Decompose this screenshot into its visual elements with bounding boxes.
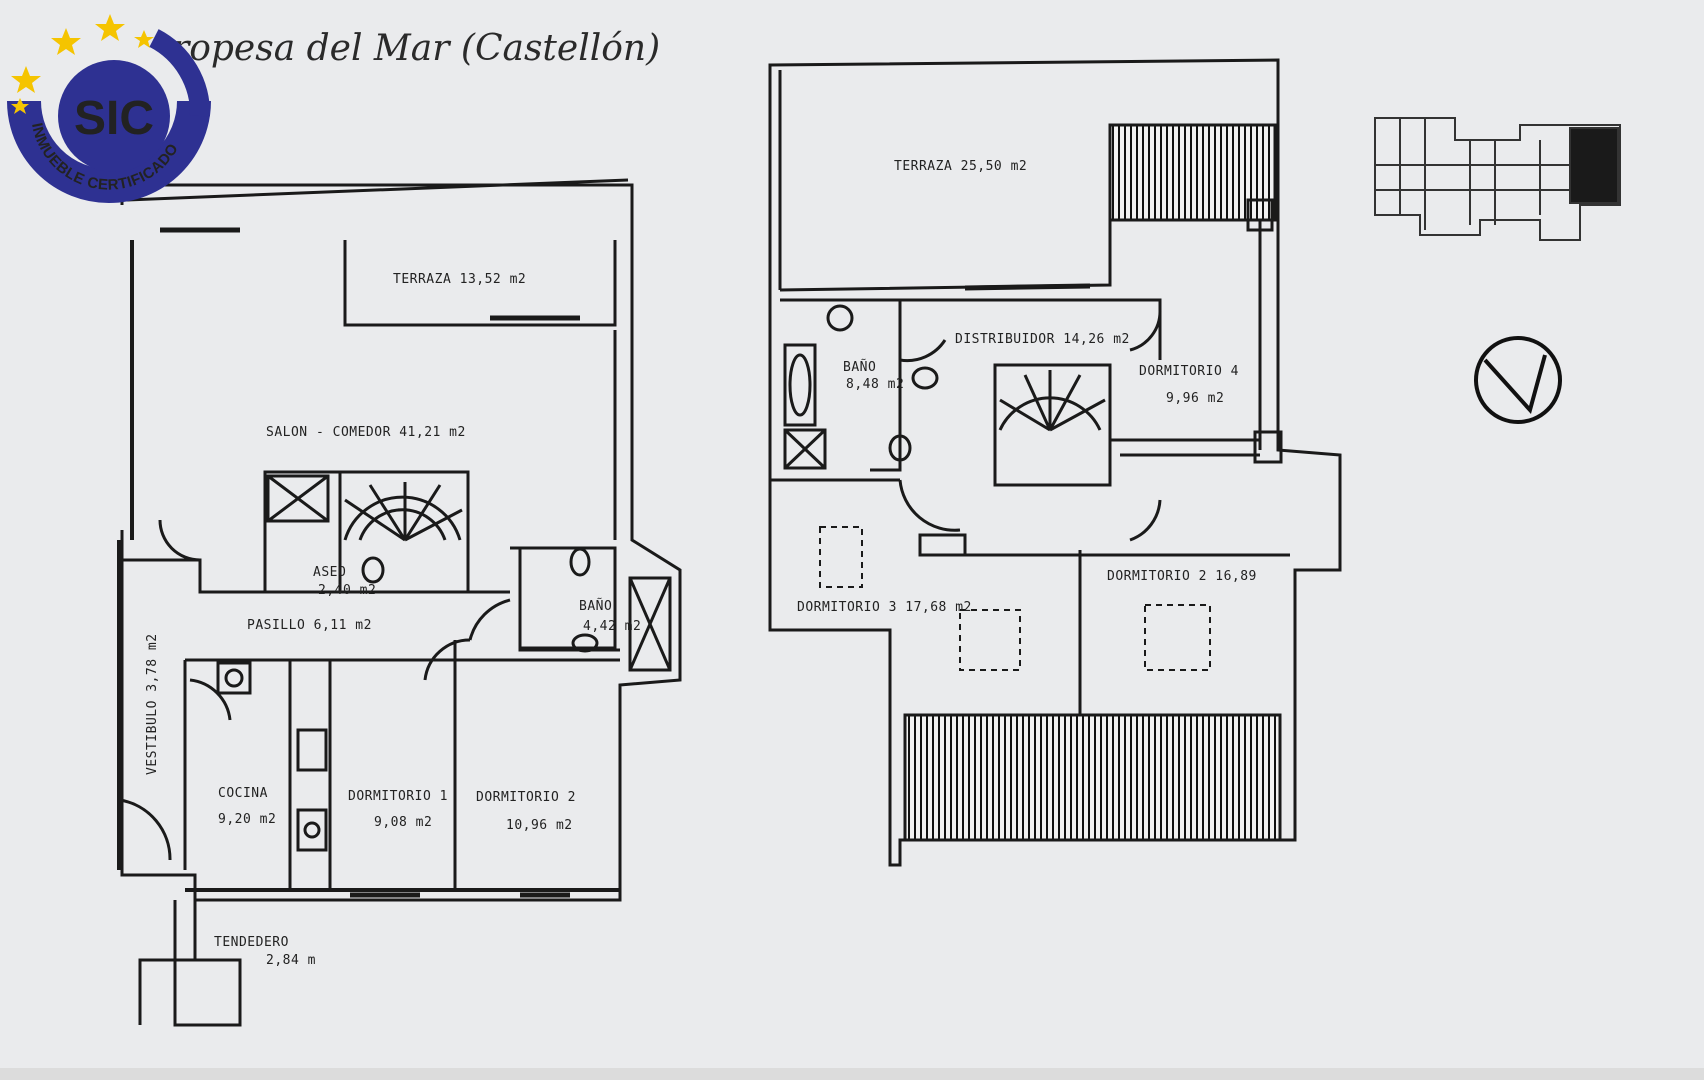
label-cocina-area: 9,20 m2 — [218, 812, 276, 827]
label-dormitorio4-name: DORMITORIO 4 — [1139, 364, 1239, 379]
label-distribuidor: DISTRIBUIDOR 14,26 m2 — [955, 332, 1130, 347]
upper-floor-plan — [768, 58, 1342, 867]
location-thumbnail — [1374, 117, 1621, 241]
label-aseo-name: ASEO — [313, 565, 346, 580]
star-icons — [11, 14, 154, 114]
label-aseo-area: 2,40 m2 — [318, 583, 376, 598]
north-arrow-icon — [1474, 336, 1562, 424]
sic-certified-badge: SIC INMUEBLE CERTIFICADO — [7, 14, 211, 203]
label-bano-alta-name: BAÑO — [843, 359, 876, 375]
label-cocina-name: COCINA — [218, 786, 268, 801]
label-salon-comedor: SALON - COMEDOR 41,21 m2 — [266, 425, 466, 440]
label-tendedero-name: TENDEDERO — [214, 935, 289, 950]
label-pasillo: PASILLO 6,11 m2 — [247, 618, 372, 633]
label-tendedero-area: 2,84 m — [266, 953, 316, 968]
label-terraza-alta: TERRAZA 25,50 m2 — [894, 159, 1027, 174]
label-dormitorio4-area: 9,96 m2 — [1166, 391, 1224, 406]
label-terraza-baja: TERRAZA 13,52 m2 — [393, 272, 526, 287]
label-dormitorio1-area: 9,08 m2 — [374, 815, 432, 830]
badge-logo-text: SIC — [74, 92, 154, 145]
label-dormitorio3: DORMITORIO 3 17,68 m2 — [797, 600, 972, 615]
label-dormitorio2-baja-name: DORMITORIO 2 — [476, 790, 576, 805]
label-dormitorio2-alta: DORMITORIO 2 16,89 — [1107, 569, 1257, 584]
label-dormitorio1-name: DORMITORIO 1 — [348, 789, 448, 804]
label-bano-baja-area: 4,42 m2 — [583, 619, 641, 634]
document-title: ropesa del Mar (Castellón) — [172, 28, 660, 69]
label-vestibulo: VESTIBULO 3,78 m2 — [145, 633, 160, 775]
label-bano-alta-area: 8,48 m2 — [846, 377, 904, 392]
label-bano-baja-name: BAÑO — [579, 598, 612, 614]
label-dormitorio2-baja-area: 10,96 m2 — [506, 818, 573, 833]
ground-floor-plan — [117, 178, 682, 1027]
